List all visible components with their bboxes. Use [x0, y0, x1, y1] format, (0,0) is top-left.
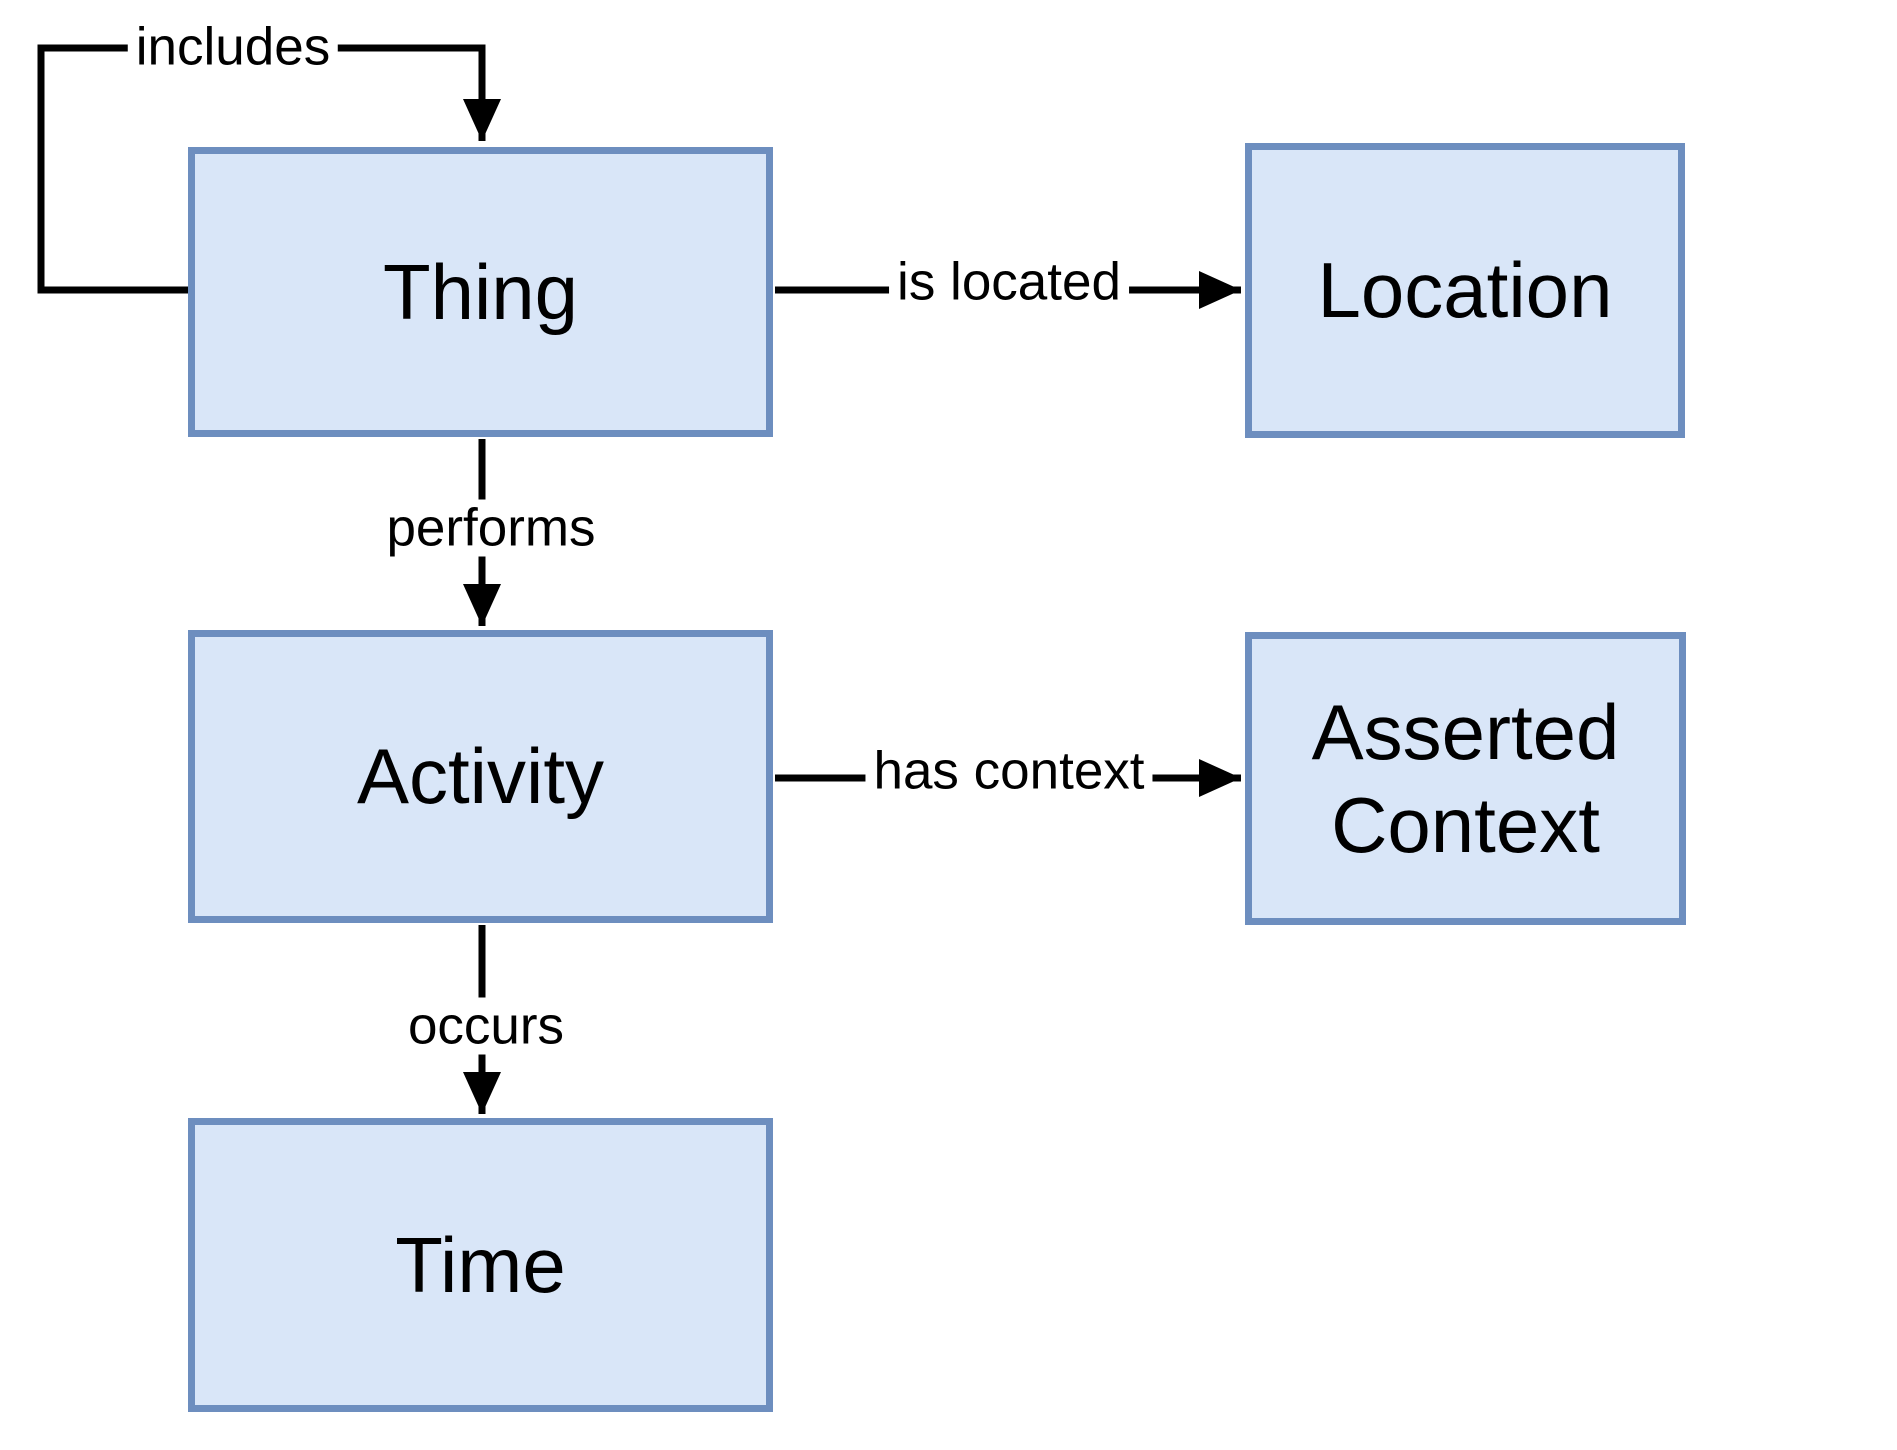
node-time: Time [188, 1118, 773, 1412]
node-thing-label: Thing [382, 247, 579, 336]
node-asserted-context: Asserted Context [1245, 632, 1686, 925]
node-asserted-context-label: Asserted Context [1311, 688, 1620, 869]
edge-label-includes: includes [127, 18, 339, 76]
node-location: Location [1245, 143, 1685, 438]
edge-includes-self-loop [37, 44, 501, 294]
node-time-label: Time [395, 1220, 566, 1309]
edge-label-performs: performs [378, 499, 604, 557]
edge-label-occurs: occurs [399, 997, 573, 1055]
edge-label-is-located: is located [889, 253, 1129, 311]
node-activity-label: Activity [356, 732, 605, 821]
node-activity: Activity [188, 630, 773, 923]
node-location-label: Location [1317, 246, 1613, 335]
edge-label-has-context: has context [865, 742, 1153, 800]
node-thing: Thing [188, 147, 773, 437]
